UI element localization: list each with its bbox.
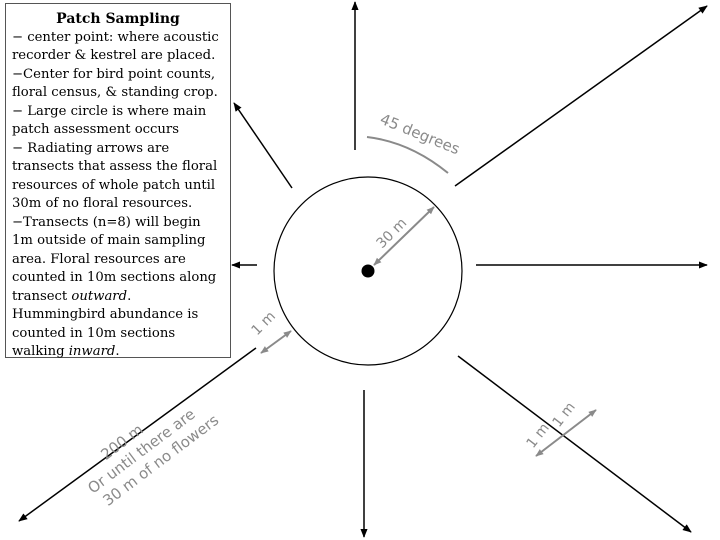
legend-item-transects: −Transects (n=8) will begin 1m outside o… [12, 214, 224, 362]
main-sampling-circle [273, 176, 463, 366]
transect-arrow-southeast [457, 355, 692, 533]
radius-measure-arrow [373, 206, 435, 266]
legend-transects-text-2: . Hummingbird abundance is counted in 10… [12, 288, 199, 360]
legend-item-radiating-arrows: − Radiating arrows are transects that as… [12, 140, 218, 212]
transect-arrow-southwest [18, 347, 257, 522]
transect-arrow-northwest [233, 102, 293, 189]
legend-transects-inward: inward [68, 344, 116, 359]
legend-item-center-counts: −Center for bird point counts, floral ce… [12, 66, 218, 101]
legend-box: Patch Sampling − center point: where aco… [5, 3, 231, 359]
legend-transects-text-1: −Transects (n=8) will begin 1m outside o… [12, 214, 217, 304]
angle-label: 45 degrees [378, 110, 463, 158]
center-point [361, 264, 375, 278]
gap-measure-right [535, 409, 597, 457]
angle-arc [366, 136, 449, 174]
gap-measure-left [260, 330, 292, 354]
radius-label: 30 m [374, 215, 411, 252]
transect-arrow-northeast [454, 5, 708, 187]
transect-length-label-group: 200 m Or until there are 30 m of no flow… [84, 405, 222, 510]
legend-title: Patch Sampling [56, 11, 180, 27]
legend-item-center-point: − center point: where acoustic recorder … [12, 29, 219, 64]
legend-transects-outward: outward [71, 288, 128, 304]
legend-item-large-circle: − Large circle is where main patch asses… [12, 103, 207, 138]
legend-transects-text-3: . [115, 344, 120, 359]
gap-label-left: 1 m [249, 308, 279, 338]
